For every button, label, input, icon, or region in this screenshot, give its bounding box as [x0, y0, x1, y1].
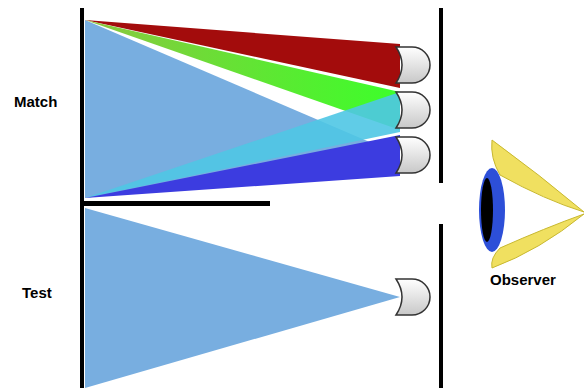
divider [80, 201, 270, 206]
observer-label: Observer [490, 272, 556, 289]
right-wall-top [439, 8, 443, 183]
right-wall-bottom [439, 224, 443, 388]
match-label: Match [14, 94, 57, 111]
test-field-light [85, 208, 400, 388]
left-wall [80, 8, 84, 388]
cyan-beam [85, 92, 400, 198]
red-beam [85, 20, 400, 88]
test-label: Test [22, 285, 52, 302]
match-field-light [85, 20, 400, 198]
observer-eye [479, 140, 584, 268]
blue-beam [85, 135, 400, 198]
lamps [396, 47, 430, 315]
